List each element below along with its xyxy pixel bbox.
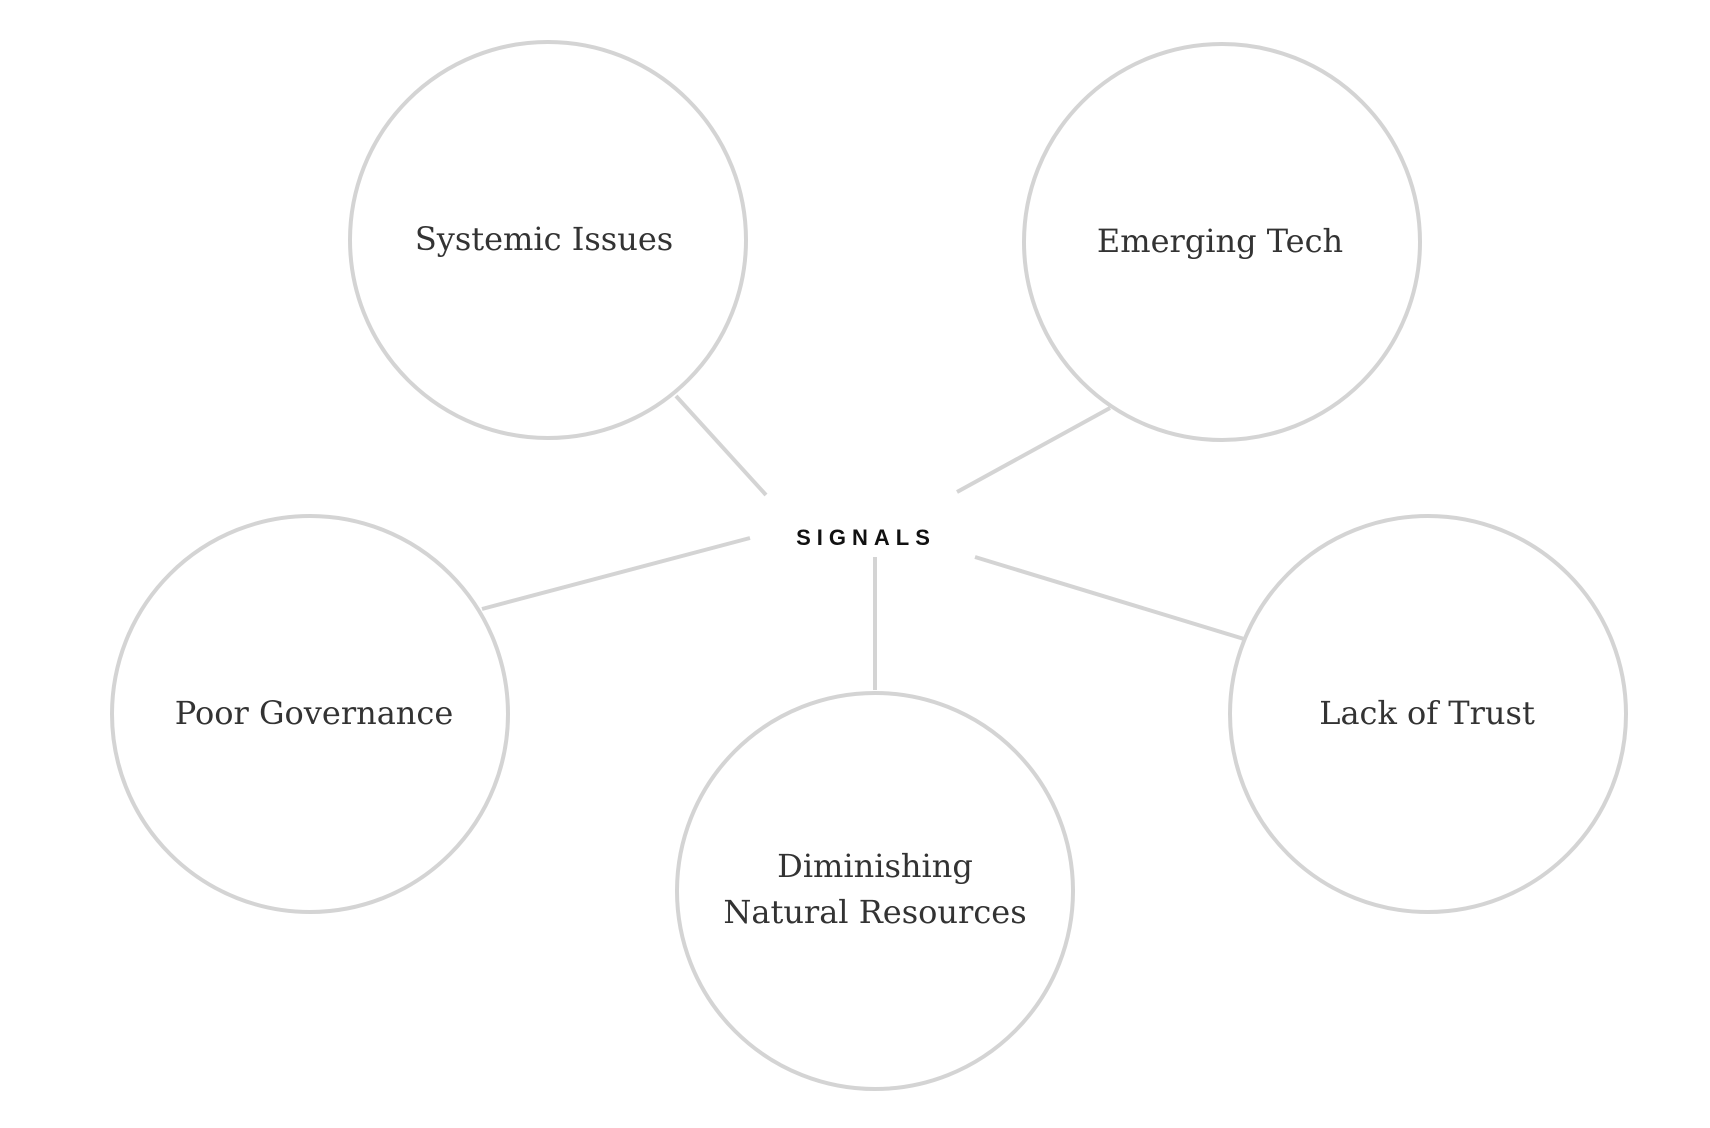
node-emerging-tech: Emerging Tech bbox=[1022, 42, 1422, 442]
node-label-line: Poor Governance bbox=[175, 694, 454, 732]
node-label-line: Diminishing bbox=[777, 847, 973, 885]
node-label: Emerging Tech bbox=[1097, 222, 1343, 260]
node-label-line: Emerging Tech bbox=[1097, 222, 1343, 260]
node-circle bbox=[1022, 42, 1422, 442]
node-lack-of-trust: Lack of Trust bbox=[1228, 514, 1628, 914]
node-systemic-issues: Systemic Issues bbox=[348, 40, 748, 440]
connector-lack-of-trust bbox=[974, 555, 1245, 641]
node-label: Poor Governance bbox=[175, 694, 454, 732]
node-label: Natural Resources bbox=[723, 893, 1026, 931]
center-label: SIGNALS bbox=[796, 525, 936, 550]
connector-poor-governance bbox=[481, 536, 751, 611]
node-label-line: Lack of Trust bbox=[1319, 694, 1535, 732]
node-circle bbox=[675, 691, 1075, 1091]
node-label: Diminishing bbox=[777, 847, 973, 885]
node-circle bbox=[1228, 514, 1628, 914]
node-label: Lack of Trust bbox=[1319, 694, 1535, 732]
connector-emerging-tech bbox=[956, 406, 1111, 494]
connector-systemic-issues bbox=[674, 394, 768, 497]
node-circle bbox=[110, 514, 510, 914]
node-label-line: Systemic Issues bbox=[415, 220, 673, 258]
node-label-line: Natural Resources bbox=[723, 893, 1026, 931]
node-poor-governance: Poor Governance bbox=[110, 514, 510, 914]
node-label: Systemic Issues bbox=[415, 220, 673, 258]
node-circle bbox=[348, 40, 748, 440]
node-diminishing-natural-resources: Diminishing Natural Resources bbox=[675, 691, 1075, 1091]
